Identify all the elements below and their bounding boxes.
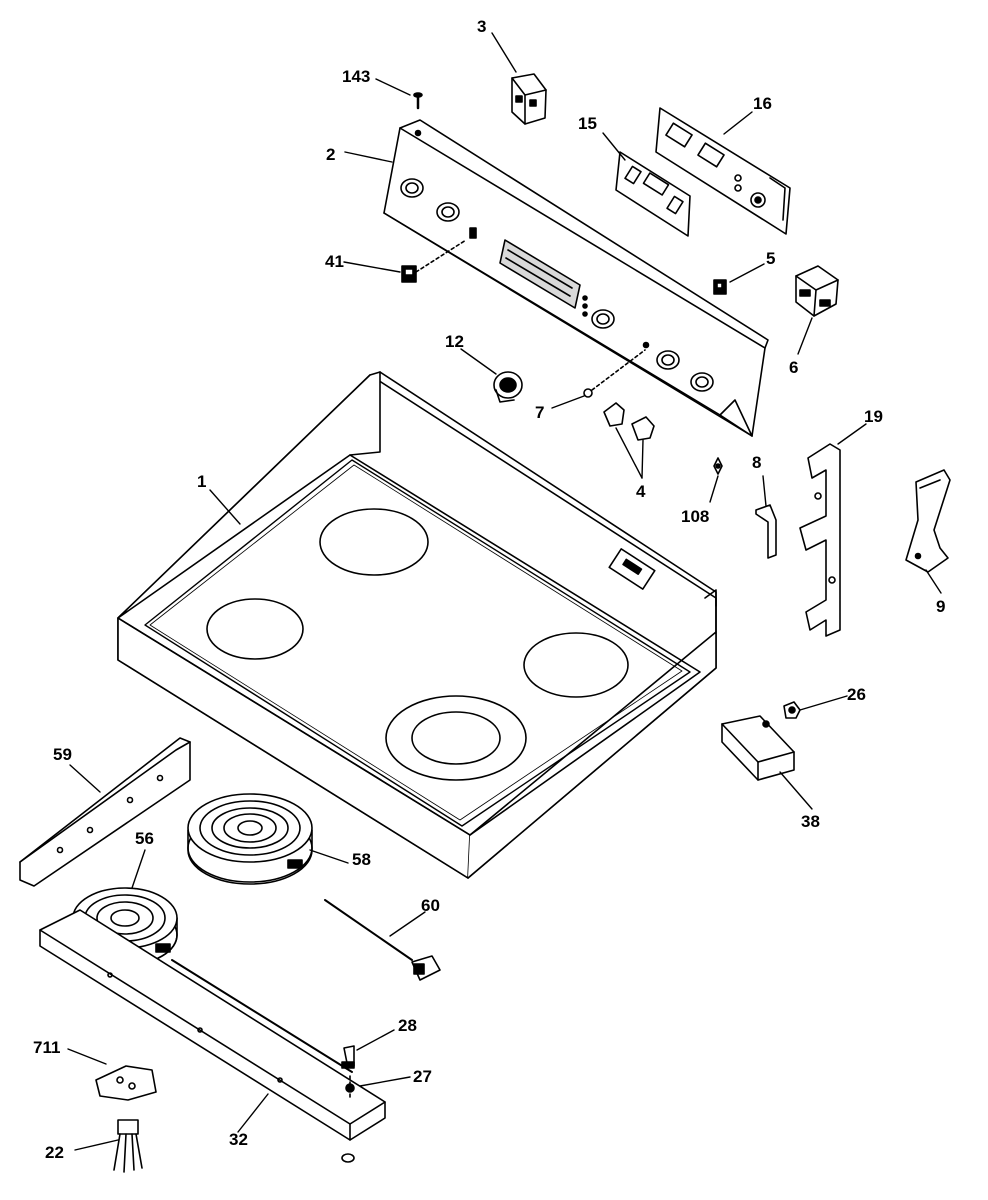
switch-part <box>401 239 467 283</box>
bracket-8-part <box>755 504 777 559</box>
wire-terminals-part <box>113 1119 143 1173</box>
callout-2: 2 <box>326 145 336 164</box>
callout-5: 5 <box>766 249 776 268</box>
side-bracket-part <box>799 443 841 637</box>
cooktop-part <box>117 371 717 879</box>
callout-8: 8 <box>752 453 762 472</box>
callout-7: 7 <box>535 403 545 422</box>
relay-part <box>511 73 547 125</box>
callout-32: 32 <box>229 1130 248 1149</box>
callout-27: 27 <box>413 1067 432 1086</box>
knobs-part <box>603 402 655 441</box>
callout-38: 38 <box>801 812 820 831</box>
knob-part <box>493 371 523 403</box>
screw-108-part <box>713 457 723 475</box>
bottom-plate-part <box>39 909 386 1163</box>
callout-4: 4 <box>636 482 646 501</box>
callout-12: 12 <box>445 332 464 351</box>
callout-28: 28 <box>398 1016 417 1035</box>
callout-3: 3 <box>477 17 487 36</box>
callout-16: 16 <box>753 94 772 113</box>
bracket-711-part <box>95 1065 157 1101</box>
callout-143: 143 <box>342 67 371 86</box>
callout-108: 108 <box>681 507 710 526</box>
callout-711: 711 <box>33 1038 61 1057</box>
stud-part <box>341 1045 355 1069</box>
backguard-panel-part <box>383 119 769 437</box>
callout-56: 56 <box>135 829 154 848</box>
control-board-part <box>655 107 791 235</box>
wire-harness-part <box>324 899 441 981</box>
indicator-part <box>583 349 646 398</box>
terminal-block-part <box>795 265 839 317</box>
fastener-27-part <box>345 1075 355 1101</box>
callout-58: 58 <box>352 850 371 869</box>
clip-part <box>713 279 727 295</box>
element-58-part <box>187 793 313 885</box>
bracket-box-part <box>721 715 795 781</box>
nut-part <box>783 701 801 719</box>
screw-part <box>413 92 423 110</box>
callout-1: 1 <box>197 472 207 491</box>
callout-22: 22 <box>45 1143 64 1162</box>
callout-6: 6 <box>789 358 799 377</box>
callout-19: 19 <box>864 407 883 426</box>
callout-60: 60 <box>421 896 440 915</box>
callout-41: 41 <box>325 252 344 271</box>
leader-lines <box>67 32 942 1151</box>
callout-26: 26 <box>847 685 866 704</box>
rail-part <box>19 737 191 887</box>
callout-59: 59 <box>53 745 72 764</box>
overlay-part <box>615 151 691 237</box>
callout-9: 9 <box>936 597 946 616</box>
callout-15: 15 <box>578 114 597 133</box>
side-trim-part <box>905 469 951 573</box>
